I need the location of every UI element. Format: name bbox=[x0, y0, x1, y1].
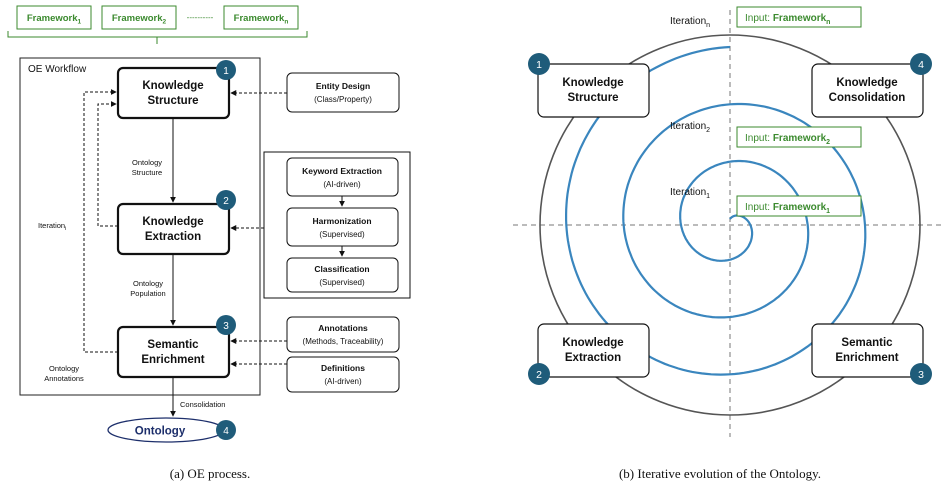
quadrant-knowledge-extraction bbox=[537, 323, 650, 378]
framework-box-1 bbox=[16, 5, 92, 30]
input-annotations-sub: (Methods, Traceability) bbox=[303, 337, 384, 346]
label-consolidation: Consolidation bbox=[180, 400, 225, 409]
step-1-line2: Structure bbox=[147, 95, 198, 107]
label-ontology-population-2: Population bbox=[130, 289, 165, 298]
step-2-badge bbox=[216, 190, 236, 210]
caption-a: (a) OE process. bbox=[170, 466, 251, 481]
framework-boxes: Framework1 Framework2 ---------- Framewo… bbox=[7, 5, 308, 44]
quadrant-2-badge bbox=[528, 363, 550, 385]
panel-oe-process: Framework1 Framework2 ---------- Framewo… bbox=[7, 5, 411, 481]
quadrant-1-badge-num: 1 bbox=[536, 59, 542, 71]
framework-box-1-label: Framework1 bbox=[27, 13, 82, 26]
input-entity-design-title: Entity Design bbox=[316, 81, 370, 91]
step-knowledge-structure bbox=[116, 66, 231, 120]
label-ontology-annotations-1: Ontology bbox=[49, 364, 79, 373]
label-iteration-i: Iterationi bbox=[38, 221, 66, 232]
quadrant-1-line2: Structure bbox=[567, 92, 618, 104]
input-framework-n-label: Input: Frameworkn bbox=[745, 13, 830, 26]
step-3-badge bbox=[216, 315, 236, 335]
framework-box-2-label: Framework2 bbox=[112, 13, 167, 26]
input-keyword-extraction-title: Keyword Extraction bbox=[302, 166, 382, 176]
label-ontology-structure-2: Structure bbox=[132, 168, 162, 177]
input-keyword-extraction bbox=[286, 157, 399, 197]
quadrant-4-line2: Consolidation bbox=[829, 92, 906, 104]
framework-box-n-label: Frameworkn bbox=[234, 13, 289, 26]
step-3-line1: Semantic bbox=[147, 339, 199, 351]
outer-circle bbox=[539, 34, 921, 416]
step-1-badge bbox=[216, 60, 236, 80]
ontology-badge bbox=[216, 420, 236, 440]
input-annotations-title: Annotations bbox=[318, 323, 368, 333]
step-knowledge-extraction bbox=[116, 202, 231, 256]
input-classification-title: Classification bbox=[314, 264, 369, 274]
quadrant-3-badge-num: 3 bbox=[918, 369, 924, 381]
input-harmonization-title: Harmonization bbox=[312, 216, 371, 226]
quadrant-3-line1: Semantic bbox=[841, 337, 893, 349]
input-framework-2-label: Input: Framework2 bbox=[745, 133, 830, 146]
quadrant-1-line1: Knowledge bbox=[562, 77, 623, 89]
input-framework-2 bbox=[736, 126, 862, 148]
oe-workflow-frame bbox=[19, 57, 261, 396]
step-3-line2: Enrichment bbox=[141, 354, 204, 366]
step-1-badge-num: 1 bbox=[223, 66, 229, 77]
extraction-group-frame bbox=[263, 151, 411, 299]
input-entity-design-sub: (Class/Property) bbox=[314, 95, 372, 104]
input-definitions bbox=[286, 356, 400, 393]
quadrant-1-badge bbox=[528, 53, 550, 75]
step-3-badge-num: 3 bbox=[223, 321, 229, 332]
step-2-line2: Extraction bbox=[145, 231, 201, 243]
quadrant-3-line2: Enrichment bbox=[835, 352, 898, 364]
input-keyword-extraction-sub: (AI-driven) bbox=[323, 180, 361, 189]
framework-box-2 bbox=[101, 5, 177, 30]
oe-workflow-title: OE Workflow bbox=[28, 64, 87, 75]
label-ontology-annotations-2: Annotations bbox=[44, 374, 84, 383]
input-definitions-title: Definitions bbox=[321, 363, 365, 373]
framework-ellipsis: ---------- bbox=[187, 13, 214, 22]
step-1-line1: Knowledge bbox=[142, 80, 203, 92]
label-iteration-2: Iteration2 bbox=[670, 121, 710, 134]
input-classification-sub: (Supervised) bbox=[319, 278, 365, 287]
input-entity-design bbox=[286, 72, 400, 113]
input-harmonization bbox=[286, 207, 399, 247]
feedback-loop-outer bbox=[83, 89, 118, 353]
input-harmonization-sub: (Supervised) bbox=[319, 230, 365, 239]
feedback-loop-inner bbox=[97, 101, 118, 227]
framework-brace bbox=[7, 31, 308, 44]
quadrant-2-line2: Extraction bbox=[565, 352, 621, 364]
input-framework-1-label: Input: Framework1 bbox=[745, 202, 830, 215]
input-framework-n bbox=[736, 6, 862, 28]
panel-iterative-evolution: Iterationn Iteration2 Iteration1 Input: … bbox=[513, 6, 945, 481]
input-classification bbox=[286, 257, 399, 293]
caption-b: (b) Iterative evolution of the Ontology. bbox=[619, 466, 821, 481]
step-2-badge-num: 2 bbox=[223, 196, 229, 207]
label-ontology-structure-1: Ontology bbox=[132, 158, 162, 167]
quadrant-knowledge-structure bbox=[537, 63, 650, 118]
label-ontology-population-1: Ontology bbox=[133, 279, 163, 288]
input-definitions-sub: (AI-driven) bbox=[324, 377, 362, 386]
iteration-spiral bbox=[565, 45, 867, 376]
step-semantic-enrichment bbox=[116, 325, 231, 379]
input-framework-1 bbox=[736, 195, 862, 217]
quadrant-4-badge bbox=[910, 53, 932, 75]
quadrant-2-line1: Knowledge bbox=[562, 337, 623, 349]
framework-box-n bbox=[223, 5, 299, 30]
quadrant-knowledge-consolidation bbox=[811, 63, 924, 118]
input-annotations bbox=[286, 316, 400, 353]
ontology-label: Ontology bbox=[135, 426, 186, 438]
quadrant-4-line1: Knowledge bbox=[836, 77, 897, 89]
quadrant-4-badge-num: 4 bbox=[918, 59, 924, 71]
label-iteration-n: Iterationn bbox=[670, 16, 710, 29]
ontology-badge-num: 4 bbox=[223, 426, 229, 437]
label-iteration-1: Iteration1 bbox=[670, 187, 710, 200]
quadrant-3-badge bbox=[910, 363, 932, 385]
step-2-line1: Knowledge bbox=[142, 216, 203, 228]
quadrant-semantic-enrichment bbox=[811, 323, 924, 378]
quadrant-2-badge-num: 2 bbox=[536, 369, 542, 381]
